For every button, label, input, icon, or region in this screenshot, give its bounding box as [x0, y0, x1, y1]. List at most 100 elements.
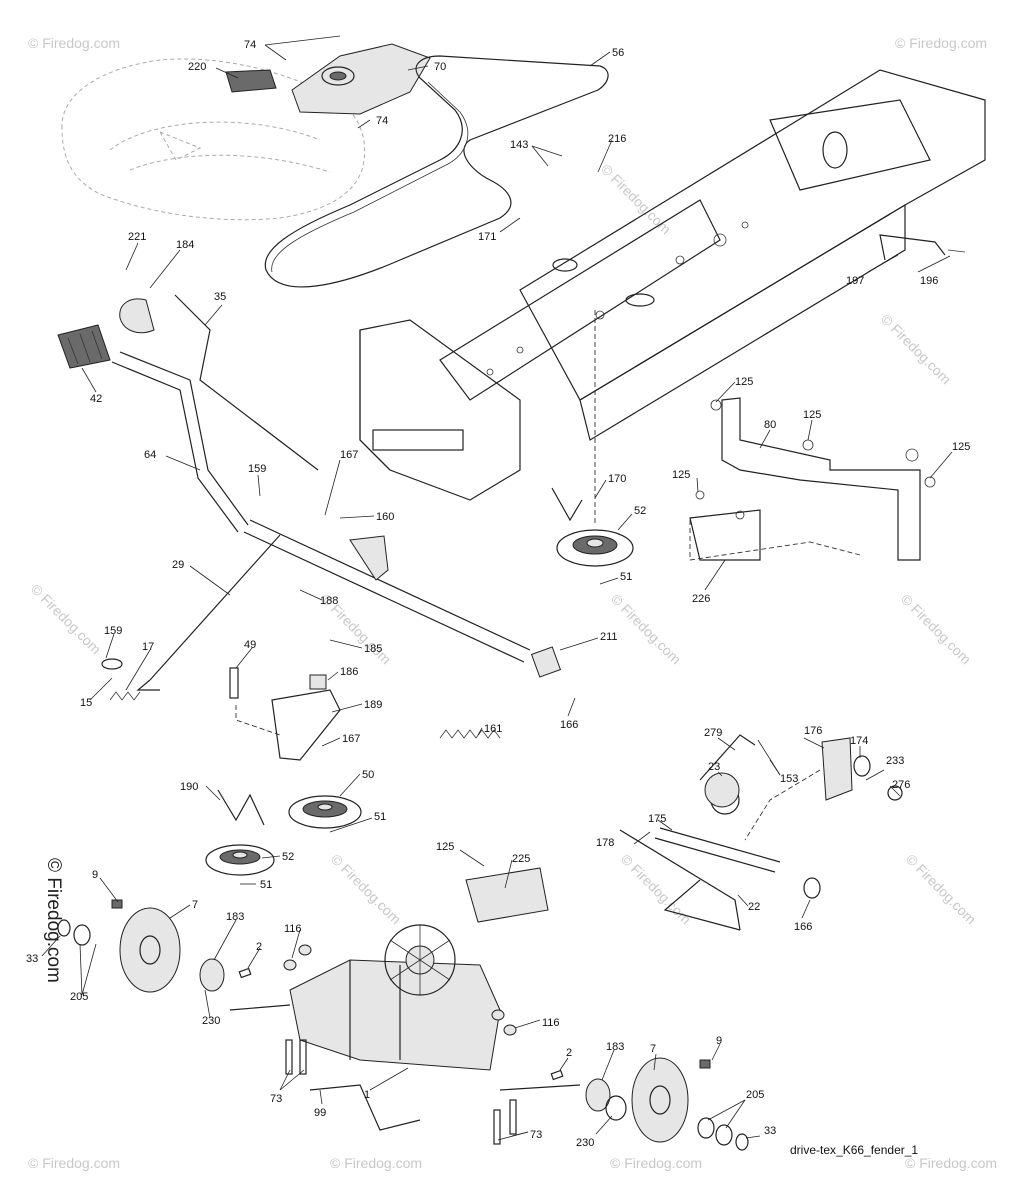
callout-label: 7 — [650, 1043, 656, 1055]
cable-35 — [174, 294, 319, 471]
bracket-plate — [349, 535, 389, 581]
callout-label: 226 — [692, 593, 710, 605]
callout-label: 74 — [244, 39, 256, 51]
callout-label: 33 — [26, 953, 38, 965]
callout-label: 170 — [608, 473, 626, 485]
callout-label: 23 — [708, 761, 720, 773]
callout-label: 183 — [226, 911, 244, 923]
spring-190 — [217, 789, 265, 826]
fuel-cover — [291, 43, 431, 115]
pulley-50 — [288, 795, 362, 829]
callout-label: 167 — [342, 733, 360, 745]
watermark-text: © Firedog.com — [598, 161, 674, 237]
callout-label: 73 — [270, 1093, 282, 1105]
callout-label: 80 — [764, 419, 776, 431]
callout-label: 196 — [920, 275, 938, 287]
spring-17 — [109, 691, 141, 701]
callout-label: 161 — [484, 723, 502, 735]
callout-label: 225 — [512, 853, 530, 865]
bracket-assembly — [689, 397, 936, 561]
callout-label: 49 — [244, 639, 256, 651]
callout-label: 2 — [256, 941, 262, 953]
watermark-text: © Firedog.com — [878, 311, 954, 387]
pulley-52-bottom — [205, 844, 275, 876]
callout-label: 174 — [850, 735, 868, 747]
callout-label: 279 — [704, 727, 722, 739]
callout-label: 56 — [612, 47, 624, 59]
watermark-layer: © Firedog.com © Firedog.com © Firedog.co… — [28, 35, 997, 1171]
callout-label: 175 — [648, 813, 666, 825]
callout-label: 52 — [634, 505, 646, 517]
callout-label: 184 — [176, 239, 194, 251]
watermark-text: © Firedog.com — [328, 851, 404, 927]
callout-label: 167 — [340, 449, 358, 461]
watermark-text: © Firedog.com — [610, 1155, 702, 1171]
chassis-frame — [359, 69, 986, 501]
callout-label: 211 — [600, 631, 618, 643]
callout-label: 22 — [748, 901, 760, 913]
callout-label: 166 — [560, 719, 578, 731]
callout-label: 125 — [672, 469, 690, 481]
callout-label: 216 — [608, 133, 626, 145]
callout-label: 205 — [746, 1089, 764, 1101]
callout-label: 230 — [202, 1015, 220, 1027]
callout-label: 29 — [172, 559, 184, 571]
callout-label: 64 — [144, 449, 156, 461]
callout-label: 160 — [376, 511, 394, 523]
callout-label: 159 — [104, 625, 122, 637]
watermark-text: © Firedog.com — [330, 1155, 422, 1171]
callout-label: 125 — [803, 409, 821, 421]
callout-label: 159 — [248, 463, 266, 475]
drive-belt — [264, 55, 609, 288]
callout-label: 205 — [70, 991, 88, 1003]
callout-label: 125 — [436, 841, 454, 853]
spring-170 — [551, 487, 583, 522]
pulley-52-top — [556, 529, 634, 567]
callout-label: 51 — [620, 571, 632, 583]
callout-label: 220 — [188, 61, 206, 73]
callout-label: 116 — [542, 1017, 560, 1029]
callout-label: 1 — [364, 1089, 370, 1101]
watermark-text: © Firedog.com — [608, 591, 684, 667]
callout-label: 171 — [478, 231, 496, 243]
callout-label: 178 — [596, 837, 614, 849]
knob-184 — [119, 298, 155, 334]
callout-label: 33 — [764, 1125, 776, 1137]
watermark-text: © Firedog.com — [28, 581, 104, 657]
watermark-text: © Firedog.com — [895, 35, 987, 51]
callout-labels: 74 70 220 74 56 143 216 171 197 196 221 … — [26, 39, 970, 1149]
bolt-196 — [947, 249, 966, 253]
watermark-text: © Firedog.com — [618, 851, 694, 927]
callout-label: 189 — [364, 699, 382, 711]
callout-label: 17 — [142, 641, 154, 653]
callout-label: 125 — [735, 376, 753, 388]
fender-outline — [61, 58, 366, 221]
callout-label: 176 — [804, 725, 822, 737]
callout-label: 15 — [80, 697, 92, 709]
hub-7-right — [631, 1057, 711, 1143]
callout-label: 70 — [434, 61, 446, 73]
callout-label: 153 — [780, 773, 798, 785]
diagram-caption: drive-tex_K66_fender_1 — [790, 1143, 918, 1157]
bracket-225 — [465, 867, 549, 923]
watermark-text: © Firedog.com — [28, 1155, 120, 1171]
hub-7-left — [111, 899, 181, 993]
shift-lever-64 — [119, 351, 249, 526]
callout-label: 125 — [952, 441, 970, 453]
callout-label: 74 — [376, 115, 388, 127]
callout-label: 186 — [340, 666, 358, 678]
callout-label: 73 — [530, 1129, 542, 1141]
callout-label: 52 — [282, 851, 294, 863]
callout-label: 276 — [892, 779, 910, 791]
control-rod-29 — [149, 534, 281, 681]
callout-label: 233 — [886, 755, 904, 767]
watermark-text: © Firedog.com — [903, 851, 979, 927]
decal-220 — [225, 69, 277, 93]
callout-label: 166 — [794, 921, 812, 933]
callout-label: 42 — [90, 393, 102, 405]
vertical-watermark: © Firedog.com — [43, 858, 64, 983]
callout-label: 51 — [260, 879, 272, 891]
idler-arm-189 — [271, 689, 341, 761]
